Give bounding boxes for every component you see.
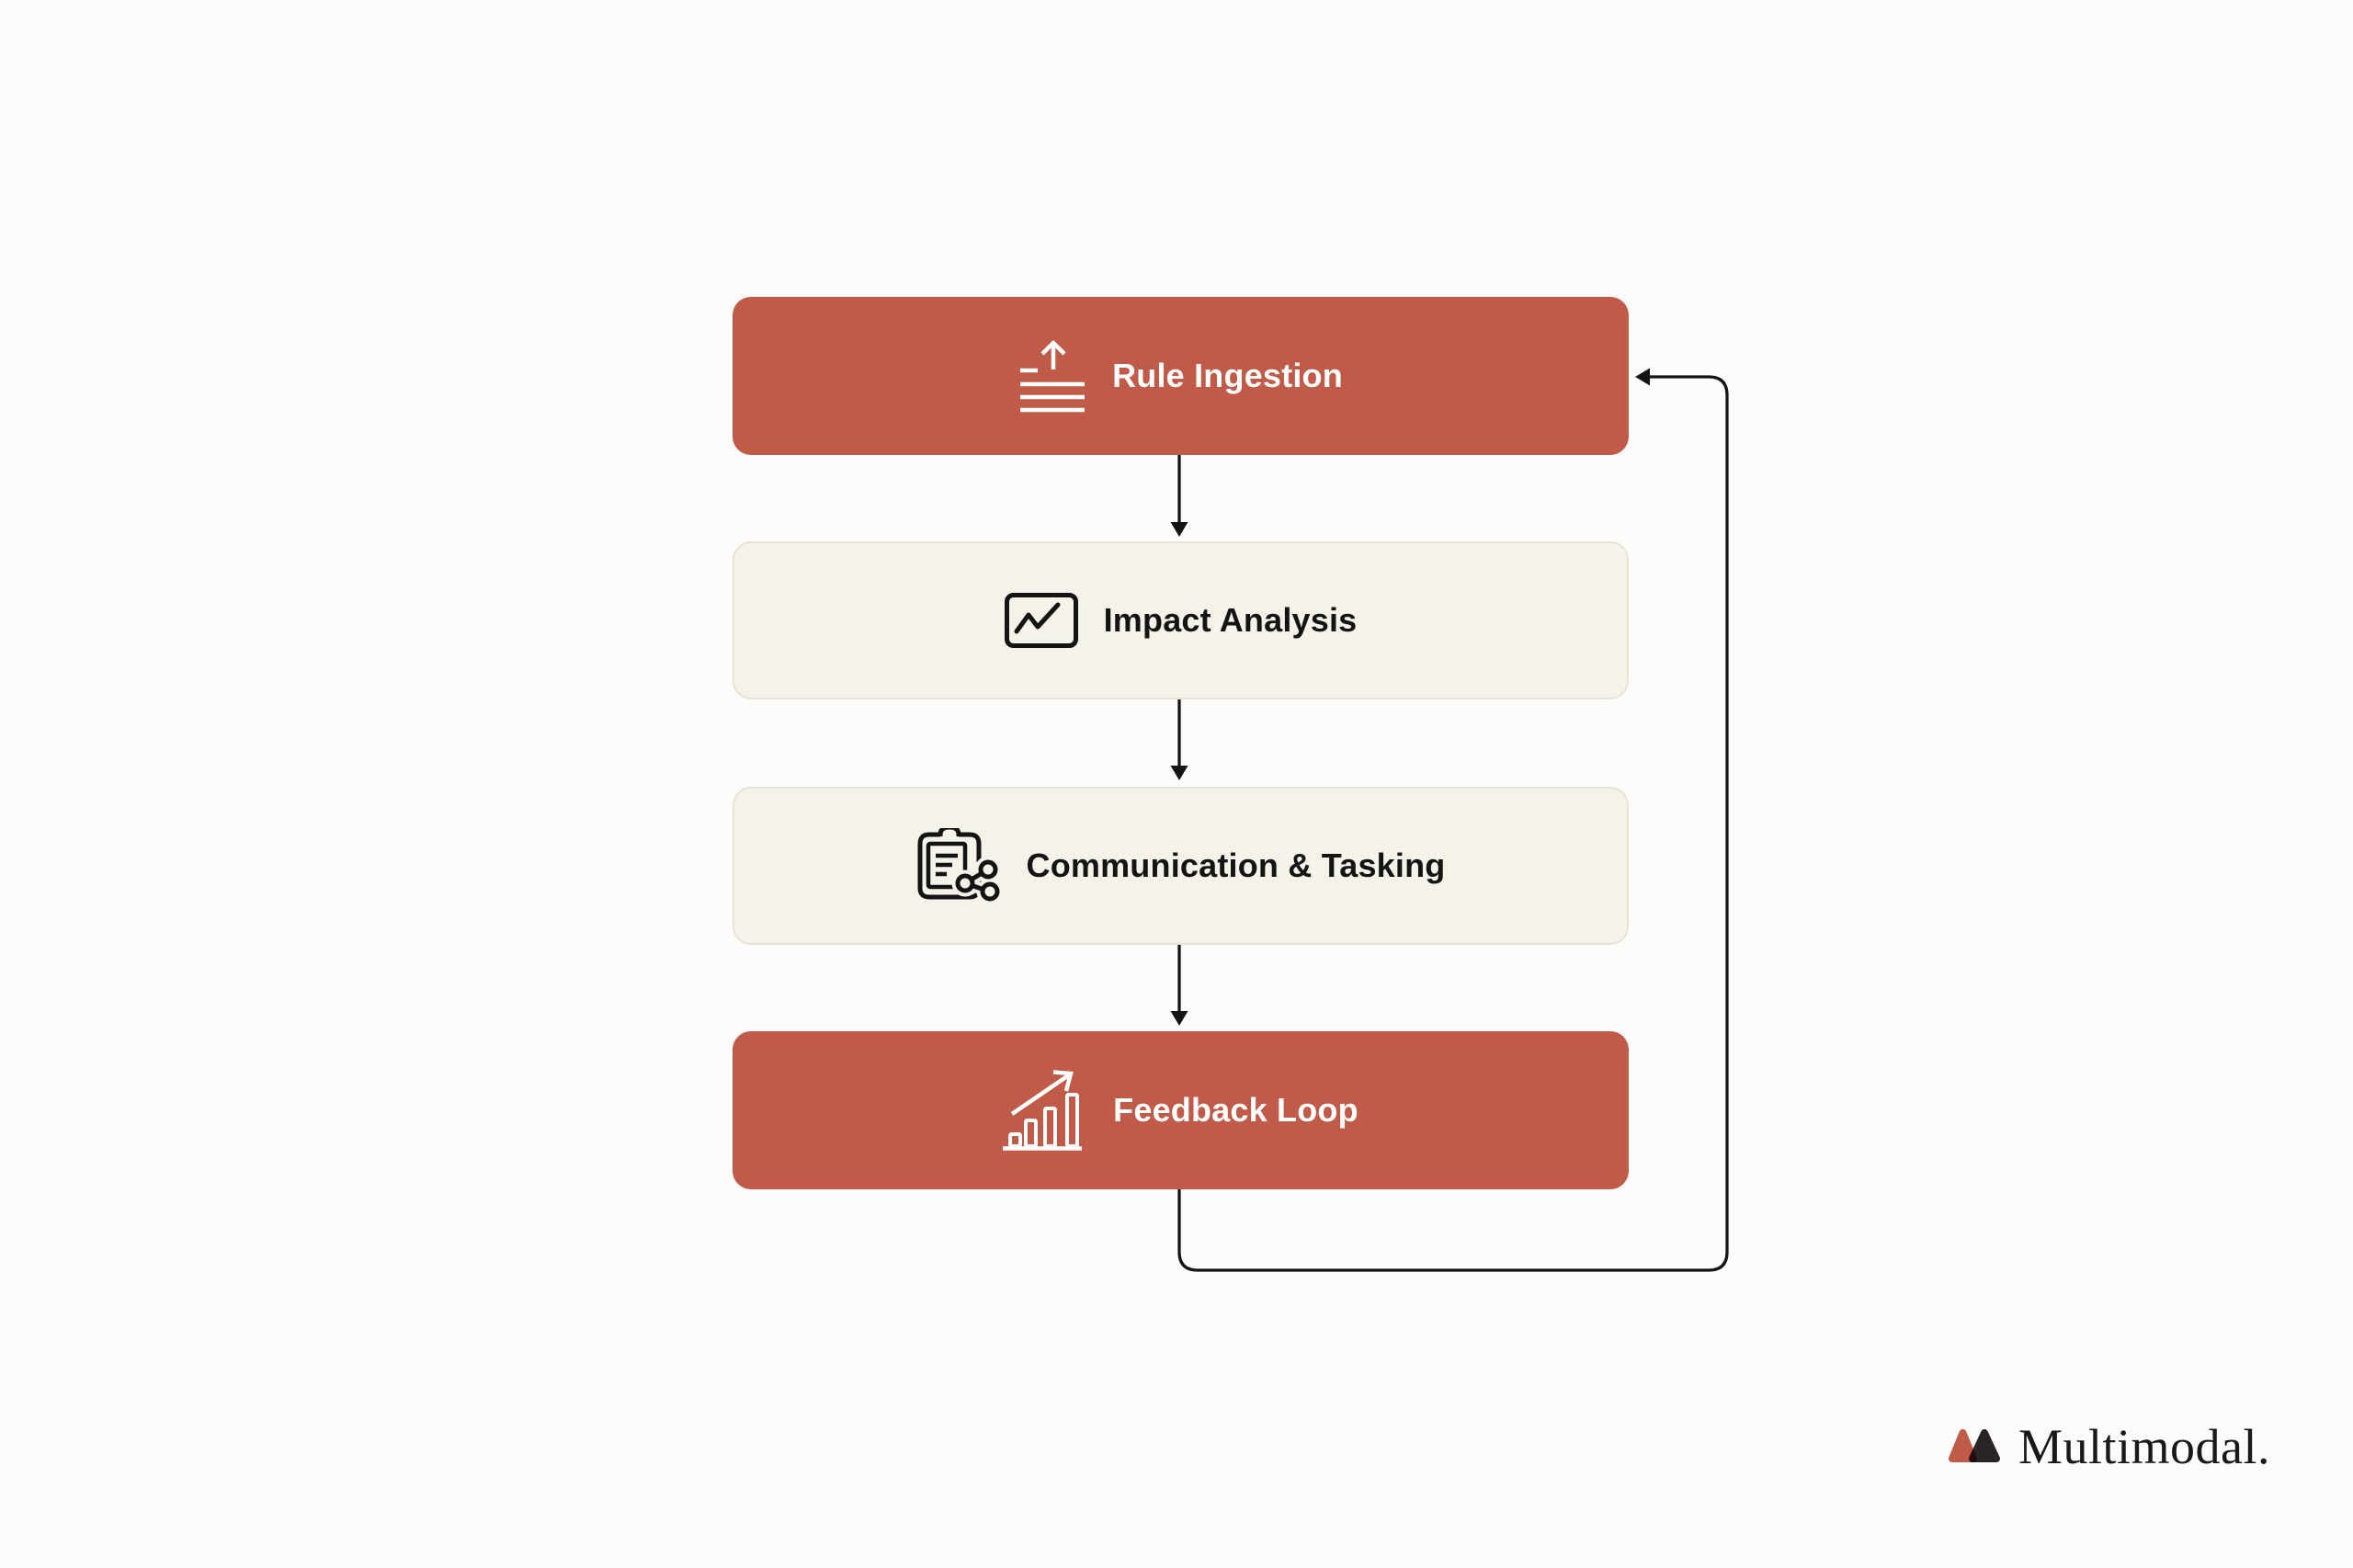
brand-name: Multimodal. (2018, 1419, 2270, 1474)
node-label: Communication & Tasking (1026, 846, 1446, 884)
node-label: Feedback Loop (1113, 1091, 1358, 1129)
brand-logo: Multimodal. (1949, 1414, 2270, 1480)
multimodal-logo-mark (1949, 1429, 2000, 1462)
arrowhead-down-icon (1170, 766, 1188, 780)
clipboard-share-icon (916, 828, 1001, 903)
flow-node-impact-analysis: Impact Analysis (733, 541, 1629, 699)
arrowhead-left-icon (1635, 368, 1650, 386)
arrowhead-down-icon (1170, 1011, 1188, 1026)
arrowhead-down-icon (1170, 522, 1188, 537)
flow-node-rule-ingestion: Rule Ingestion (733, 297, 1629, 455)
flow-node-communication-tasking: Communication & Tasking (733, 787, 1629, 945)
node-label: Rule Ingestion (1112, 357, 1343, 394)
flow-node-feedback-loop: Feedback Loop (733, 1031, 1629, 1189)
node-label: Impact Analysis (1103, 601, 1358, 639)
bar-chart-growth-icon (1003, 1070, 1087, 1151)
upload-lines-icon (1018, 338, 1086, 414)
line-chart-icon (1004, 593, 1078, 648)
